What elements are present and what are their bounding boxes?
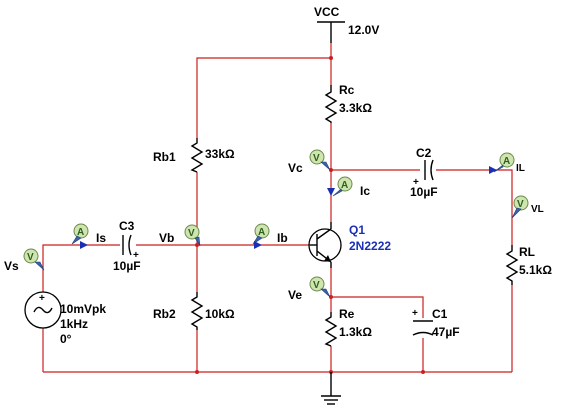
svg-text:A: A <box>77 227 84 238</box>
label-vc: Vc <box>288 161 303 175</box>
probe-vl-icon[interactable]: V <box>511 195 529 219</box>
rl-label: RL <box>519 245 535 259</box>
label-ic: Ic <box>360 184 370 198</box>
svg-text:V: V <box>27 252 34 263</box>
probe-il-icon[interactable]: A <box>493 152 515 173</box>
probe-ve-icon[interactable]: V <box>309 276 331 298</box>
c3-label: C3 <box>119 219 135 233</box>
probe-vs-icon[interactable]: V <box>23 248 45 271</box>
svg-text:A: A <box>341 180 348 191</box>
junction-base <box>195 243 199 247</box>
vcc-label: VCC <box>314 5 340 19</box>
source-amplitude: 10mVpk <box>60 302 106 316</box>
svg-text:V: V <box>313 280 320 291</box>
source-phase: 0° <box>60 332 72 346</box>
re-value: 1.3kΩ <box>339 325 372 339</box>
probe-vb-icon[interactable]: V <box>184 224 201 247</box>
label-vb: Vb <box>159 231 174 245</box>
probe-ib-icon[interactable]: A <box>252 223 270 245</box>
resistor-rb2: Rb2 10kΩ <box>153 292 235 330</box>
rb2-value: 10kΩ <box>205 307 235 321</box>
label-ib: Ib <box>277 231 288 245</box>
q1-label: Q1 <box>349 223 365 237</box>
junction-gnd-c1 <box>421 370 425 374</box>
wire-top-rail <box>196 57 331 138</box>
junction-gnd-rb2 <box>195 370 199 374</box>
transistor-q1: Q1 2N2222 <box>308 222 391 268</box>
c2-value: 10µF <box>410 185 438 199</box>
svg-text:V: V <box>313 153 320 164</box>
capacitor-c1: C1 + 47µF <box>412 307 460 339</box>
capacitor-c3: C3 + 10µF <box>113 219 141 273</box>
resistor-re: Re 1.3kΩ <box>324 307 372 347</box>
ground-symbol <box>321 372 341 405</box>
wire-c2-to-rl <box>436 169 513 245</box>
c2-plus: + <box>413 177 419 188</box>
probe-is-icon[interactable]: A <box>71 223 89 245</box>
c1-label: C1 <box>432 307 448 321</box>
arrow-il <box>489 166 497 174</box>
c1-value: 47µF <box>432 325 460 339</box>
resistor-rc: Rc 3.3kΩ <box>324 83 372 123</box>
resistor-rb1: Rb1 33kΩ <box>153 138 235 173</box>
arrow-ic <box>327 188 335 196</box>
probe-ic-icon[interactable]: A <box>332 176 353 197</box>
arrow-is <box>80 241 88 249</box>
junction-emitter <box>329 295 333 299</box>
rb2-label: Rb2 <box>153 307 176 321</box>
label-il: IL <box>516 163 525 174</box>
junction-collector <box>329 168 333 172</box>
junction-vcc <box>329 56 333 60</box>
c2-label: C2 <box>416 146 432 160</box>
ac-source: + 10mVpk 1kHz 0° <box>24 291 106 346</box>
resistor-rl: RL 5.1kΩ <box>505 245 552 285</box>
rl-value: 5.1kΩ <box>519 263 552 277</box>
source-plus: + <box>39 293 45 304</box>
svg-text:V: V <box>517 199 524 210</box>
rc-label: Rc <box>339 83 355 97</box>
label-ve: Ve <box>288 288 302 302</box>
capacitor-c2: C2 + 10µF <box>410 146 438 199</box>
wire-source-to-c3 <box>42 244 120 292</box>
q1-part: 2N2222 <box>349 239 391 253</box>
rc-value: 3.3kΩ <box>339 101 372 115</box>
label-vl: VL <box>531 204 544 215</box>
vcc-value: 12.0V <box>348 23 379 37</box>
arrow-ib <box>254 241 262 249</box>
c1-plus: + <box>412 308 418 319</box>
wire-emitter-to-c1 <box>331 296 424 318</box>
re-label: Re <box>339 307 355 321</box>
svg-text:A: A <box>503 156 510 167</box>
label-vs: Vs <box>4 259 19 273</box>
svg-text:A: A <box>258 227 265 238</box>
c3-plus: + <box>133 250 139 261</box>
label-is: Is <box>96 231 106 245</box>
vcc-symbol: VCC 12.0V <box>314 5 379 43</box>
wires <box>42 43 513 373</box>
rb1-label: Rb1 <box>153 150 176 164</box>
source-frequency: 1kHz <box>60 317 88 331</box>
junctions <box>195 56 425 374</box>
rb1-value: 33kΩ <box>205 147 235 161</box>
current-arrows <box>80 166 497 249</box>
probe-vc-icon[interactable]: V <box>309 149 331 171</box>
svg-text:V: V <box>188 228 195 239</box>
c3-value: 10µF <box>113 259 141 273</box>
